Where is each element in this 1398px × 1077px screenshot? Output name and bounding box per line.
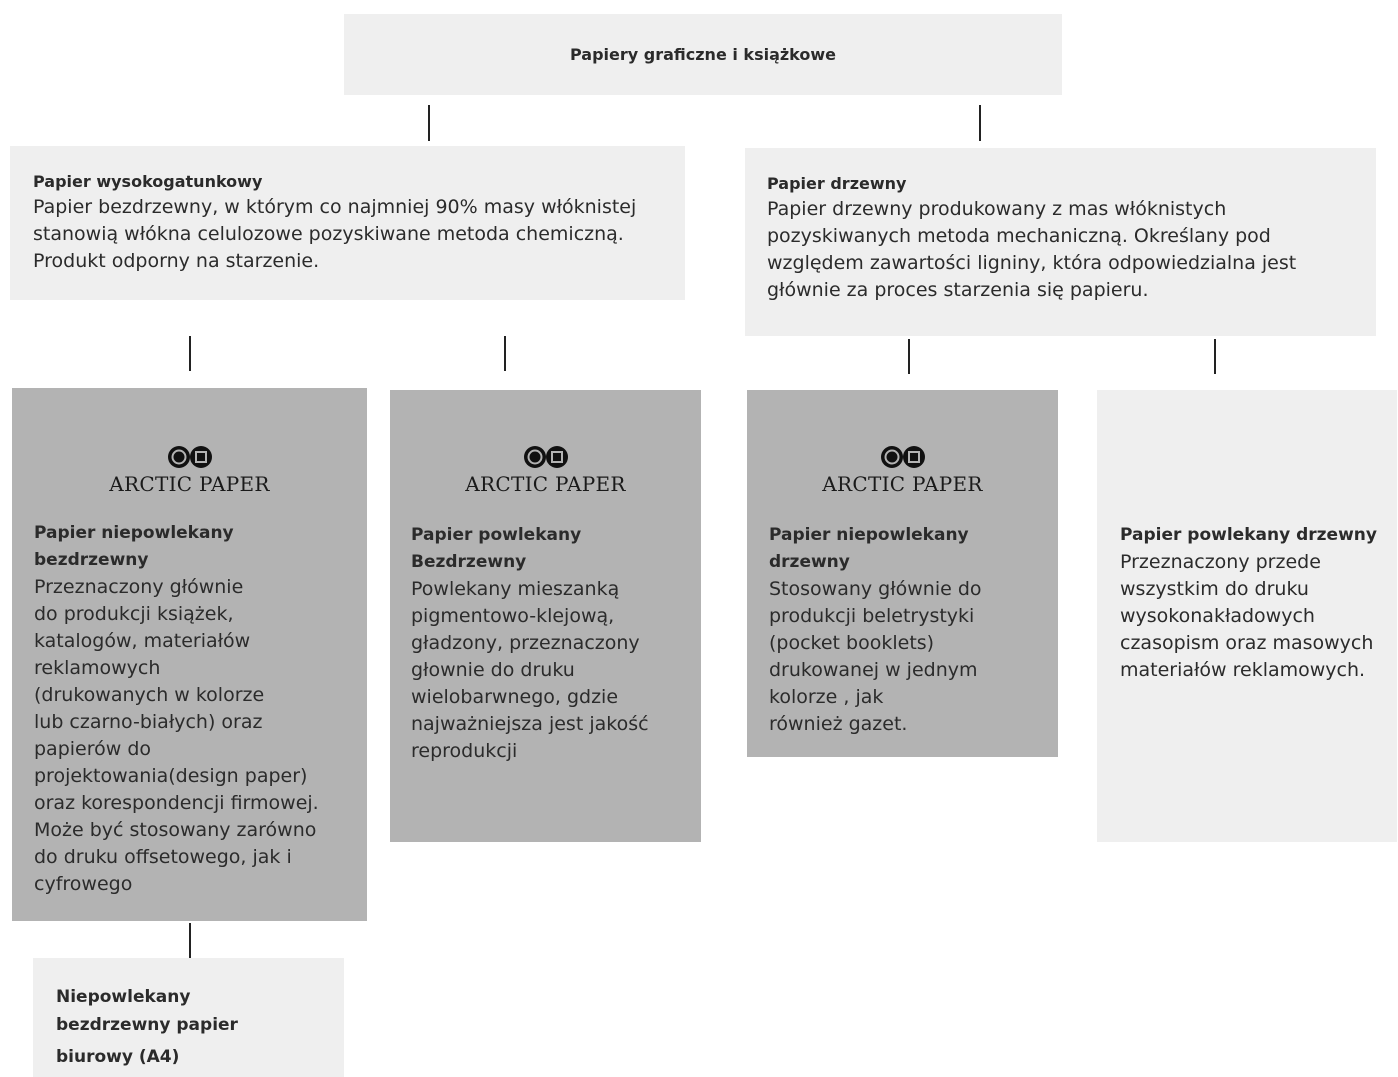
category-papier-drzewny: Papier drzewny Papier drzewny produkowan… [745, 148, 1376, 336]
arctic-paper-logo: ARCTIC PAPER [12, 444, 367, 496]
category-title: Papier wysokogatunkowy [33, 172, 263, 191]
card-papier-niepowlekany-drzewny: ARCTIC PAPER Papier niepowlekany drzewny… [747, 390, 1058, 757]
arctic-paper-logo: ARCTIC PAPER [390, 444, 701, 496]
connector-root-left [428, 105, 430, 141]
root-node: Papiery graficzne i książkowe [344, 14, 1062, 95]
connector-card-1-leaf [189, 923, 191, 958]
category-description-line: Papier bezdrzewny, w którym co najmniej … [33, 196, 637, 218]
category-description-line: pozyskiwanych metoda mechaniczną. Określ… [767, 225, 1271, 247]
card-description: Przeznaczony przede wszystkim do druku w… [1120, 551, 1374, 681]
category-description-line: Produkt odporny na starzenie. [33, 250, 320, 272]
category-title: Papier drzewny [767, 174, 907, 193]
connector-right-card-4 [1214, 339, 1216, 374]
leaf-title-line: biurowy (A4) [56, 1047, 180, 1067]
category-description-line: Papier drzewny produkowany z mas włóknis… [767, 198, 1227, 220]
card-title: Papier powlekany Bezdrzewny [411, 525, 582, 572]
root-title: Papiery graficzne i książkowe [569, 45, 837, 64]
card-papier-powlekany-bezdrzewny: ARCTIC PAPER Papier powlekany Bezdrzewny… [390, 390, 701, 842]
card-description: Przeznaczony głównie do produkcji książe… [34, 576, 319, 895]
connector-left-card-2 [504, 336, 506, 371]
arctic-paper-logo-icon [880, 446, 925, 468]
card-description: Stosowany głównie do produkcji beletryst… [769, 578, 982, 735]
arctic-paper-logo-icon [167, 446, 212, 468]
category-papier-wysokogatunkowy: Papier wysokogatunkowy Papier bezdrzewny… [10, 146, 685, 300]
arctic-paper-logo-icon [523, 446, 568, 468]
leaf-niepowlekany-bezdrzewny-papier-biurowy: Niepowlekany bezdrzewny papier biurowy (… [33, 958, 344, 1077]
card-papier-powlekany-drzewny: Papier powlekany drzewny Przeznaczony pr… [1097, 390, 1397, 842]
card-title: Papier niepowlekany drzewny [769, 525, 969, 572]
card-title: Papier niepowlekany bezdrzewny [34, 523, 234, 570]
card-papier-niepowlekany-bezdrzewny: ARCTIC PAPER Papier niepowlekany bezdrze… [12, 388, 367, 921]
card-description: Powlekany mieszanką pigmentowo-klejową, … [411, 578, 649, 762]
category-description-line: głównie za proces starzenia się papieru. [767, 279, 1149, 301]
category-description-line: względem zawartości ligniny, która odpow… [767, 252, 1297, 274]
connector-left-card-1 [189, 336, 191, 371]
category-description-line: stanowią włókna celulozowe pozyskiwane m… [33, 223, 624, 245]
logo-text: ARCTIC PAPER [465, 472, 626, 496]
logo-text: ARCTIC PAPER [822, 472, 983, 496]
connector-right-card-3 [908, 339, 910, 374]
logo-text: ARCTIC PAPER [109, 472, 270, 496]
connector-root-right [979, 105, 981, 141]
card-title: Papier powlekany drzewny [1120, 525, 1377, 545]
arctic-paper-logo: ARCTIC PAPER [747, 444, 1058, 496]
leaf-title-line: bezdrzewny papier [56, 1015, 238, 1035]
leaf-title-line: Niepowlekany [56, 987, 191, 1007]
